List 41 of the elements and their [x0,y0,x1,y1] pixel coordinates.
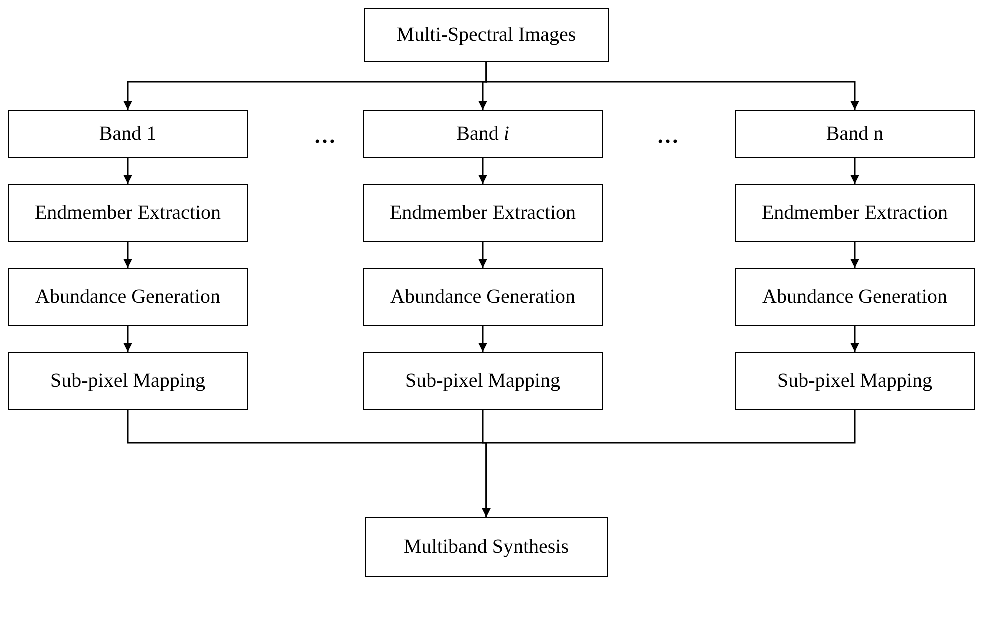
box-label: Band n [826,122,884,146]
process-box [735,352,975,410]
box-label: Multi-Spectral Images [396,24,576,46]
box-label: Band 1 [99,122,157,146]
box-label: Band i [456,122,510,146]
process-box [735,110,975,158]
process-box [363,352,603,410]
process-box [8,352,248,410]
box-label: Sub-pixel Mapping [50,370,206,392]
box-label: Multiband Synthesis [404,536,569,558]
process-box [365,517,608,577]
process-box [363,184,603,242]
arrow [486,62,860,110]
box-label: Abundance Generation [762,286,948,308]
arrow [482,410,856,517]
box-label: Sub-pixel Mapping [406,370,560,392]
arrow [124,326,132,352]
process-box [364,8,609,62]
process-box [8,184,248,242]
process-box [363,268,603,326]
box-label: Endmember Extraction [762,202,948,224]
box-label: Abundance Generation [390,286,576,308]
box-label: Sub-pixel Mapping [778,370,932,392]
arrow [478,158,488,184]
box-label: Abundance Generation [36,286,220,308]
arrow [124,242,132,268]
box-label: Endmember Extraction [390,202,576,224]
process-box [8,268,248,326]
process-box [735,268,975,326]
arrow [478,242,488,268]
arrow [124,158,132,184]
arrow [850,326,860,352]
arrow [850,242,860,268]
process-box [735,184,975,242]
ellipsis-text: … [314,123,336,149]
arrow [850,158,860,184]
arrow [478,326,488,352]
process-box [363,110,603,158]
box-label: Endmember Extraction [34,202,222,224]
process-box [8,110,248,158]
ellipsis-text: … [657,123,679,149]
